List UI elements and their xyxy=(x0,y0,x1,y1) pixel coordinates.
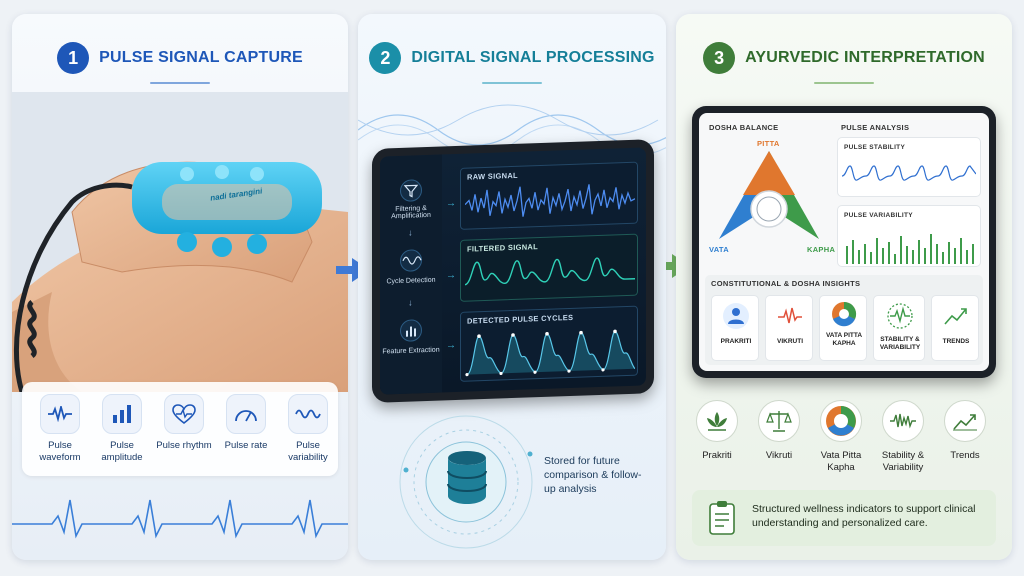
raw-signal-waveform xyxy=(465,184,635,217)
feature-label: Pulse waveform xyxy=(39,440,81,463)
panel-ayurvedic-interpretation: 3 AYURVEDIC INTERPRETATION DOSHA BALANCE… xyxy=(676,14,1012,560)
ecg-line-decoration xyxy=(12,499,348,539)
person-icon xyxy=(723,303,749,329)
tri-dosha-circle-icon xyxy=(820,400,862,442)
trend-line-icon xyxy=(944,400,986,442)
gauge-icon xyxy=(226,394,266,434)
insight-label: VATA PITTA KAPHA xyxy=(825,332,863,347)
step-number-2: 2 xyxy=(369,42,402,74)
trend-icon xyxy=(944,308,967,325)
feature-bars-icon xyxy=(400,319,422,342)
kapha-label: KAPHA xyxy=(807,245,836,254)
pulse-stability-label: PULSE STABILITY xyxy=(844,144,906,151)
insight-label: TRENDS xyxy=(942,338,970,345)
insight-trends: TRENDS xyxy=(931,295,979,361)
category-label-vikruti: Vikruti xyxy=(765,450,793,461)
pitta-label: PITTA xyxy=(757,139,780,148)
feature-label: Pulse rhythm xyxy=(156,440,212,451)
funnel-icon xyxy=(400,179,422,202)
feature-pulse-rhythm: Pulse rhythm xyxy=(154,394,214,452)
cycle-wave-icon xyxy=(400,249,422,272)
lotus-icon xyxy=(696,400,738,442)
right-arrow-icon: → xyxy=(446,269,456,282)
signal-label: RAW SIGNAL xyxy=(467,170,518,182)
pulse-analysis-title: PULSE ANALYSIS xyxy=(841,123,910,132)
summary-card xyxy=(692,490,996,546)
step-number-1: 1 xyxy=(57,42,90,74)
panel1-title: PULSE SIGNAL CAPTURE xyxy=(99,49,303,66)
down-arrow-icon: ↓ xyxy=(408,297,413,308)
processing-screen: Filtering & Amplification ↓ Cycle Detect… xyxy=(380,147,646,395)
down-arrow-icon: ↓ xyxy=(408,227,413,238)
pulse-stability-card: PULSE STABILITY xyxy=(837,137,981,197)
interpretation-tablet: DOSHA BALANCE PITTA VATA KAPHA PULSE ANA… xyxy=(692,106,996,378)
panel3-header: 3 AYURVEDIC INTERPRETATION xyxy=(676,42,1012,74)
stability-icon xyxy=(887,303,913,329)
insight-stability-variability: STABILITY & VARIABILITY xyxy=(873,295,925,361)
panel3-underline xyxy=(814,82,874,84)
insight-label: STABILITY & VARIABILITY xyxy=(879,336,921,351)
scale-icon xyxy=(758,400,800,442)
tri-dosha-icon xyxy=(832,301,857,327)
feature-label: Pulse amplitude xyxy=(101,440,143,463)
wrist-device-illustration xyxy=(12,92,348,392)
category-label-prakriti: Prakriti xyxy=(702,450,732,461)
clipboard-icon xyxy=(709,501,735,535)
insights-title: CONSTITUTIONAL & DOSHA INSIGHTS xyxy=(711,279,861,288)
insight-vata-pitta-kapha: VATA PITTA KAPHA xyxy=(819,295,867,361)
feature-pulse-amplitude: Pulse amplitude xyxy=(92,394,152,464)
pulse-variability-bars xyxy=(846,234,974,264)
interpretation-screen: DOSHA BALANCE PITTA VATA KAPHA PULSE ANA… xyxy=(699,113,989,371)
insight-prakriti: PRAKRITI xyxy=(711,295,759,361)
stability-wave-icon xyxy=(882,400,924,442)
panel1-underline xyxy=(150,82,210,84)
feature-pulse-rate: Pulse rate xyxy=(216,394,276,452)
insight-vikruti: VIKRUTI xyxy=(765,295,813,361)
filtered-signal-waveform xyxy=(465,257,635,286)
panel2-header: 2 DIGITAL SIGNAL PROCESSING xyxy=(358,42,666,74)
category-label-vata-pitta-kapha: Vata Pitta Kapha xyxy=(820,450,862,473)
panel-signal-processing: 2 DIGITAL SIGNAL PROCESSING Filtering & … xyxy=(358,14,666,560)
right-arrow-icon: → xyxy=(446,339,456,352)
feature-label: Pulse rate xyxy=(224,440,268,451)
storage-text: Stored for future comparison & follow-up… xyxy=(544,455,642,495)
pulse-icon xyxy=(778,307,802,324)
detected-cycles-waveform xyxy=(465,329,635,377)
pulse-waveform-icon xyxy=(40,394,80,434)
vata-label: VATA xyxy=(709,245,729,254)
step-number-3: 3 xyxy=(703,42,736,74)
database-icon xyxy=(447,451,487,504)
feature-pulse-waveform: Pulse waveform xyxy=(30,394,90,464)
panel1-header: 1 PULSE SIGNAL CAPTURE xyxy=(12,42,348,74)
processing-tablet: Filtering & Amplification ↓ Cycle Detect… xyxy=(372,139,654,403)
right-arrow-icon: → xyxy=(446,197,456,210)
panel2-title: DIGITAL SIGNAL PROCESSING xyxy=(411,49,655,66)
heart-rhythm-icon xyxy=(164,394,204,434)
dosha-triangle-chart xyxy=(719,151,819,239)
panel2-underline xyxy=(482,82,542,84)
pulse-stability-wave xyxy=(842,165,976,181)
bar-chart-icon xyxy=(102,394,142,434)
panel-pulse-capture: 1 PULSE SIGNAL CAPTURE nadi xyxy=(12,14,348,560)
summary-text: Structured wellness indicators to suppor… xyxy=(752,503,976,529)
category-label-stability-variability: Stability & Variability xyxy=(881,450,925,473)
category-label-trends: Trends xyxy=(950,450,980,461)
feature-label: Pulse variability xyxy=(288,440,328,463)
filtered-signal-box: FILTERED SIGNAL xyxy=(460,233,638,302)
pulse-variability-card: PULSE VARIABILITY xyxy=(837,205,981,267)
insight-label: VIKRUTI xyxy=(777,338,803,345)
raw-signal-box: RAW SIGNAL xyxy=(460,161,638,230)
panel3-title: AYURVEDIC INTERPRETATION xyxy=(745,49,985,66)
detected-cycles-box: DETECTED PULSE CYCLES xyxy=(460,305,638,382)
feature-pulse-variability: Pulse variability xyxy=(278,394,338,464)
insight-label: PRAKRITI xyxy=(720,338,752,345)
pulse-variability-label: PULSE VARIABILITY xyxy=(844,212,913,219)
dosha-balance-title: DOSHA BALANCE xyxy=(709,123,779,132)
wave-variability-icon xyxy=(288,394,328,434)
step-label: Filtering & Amplification xyxy=(391,205,431,221)
